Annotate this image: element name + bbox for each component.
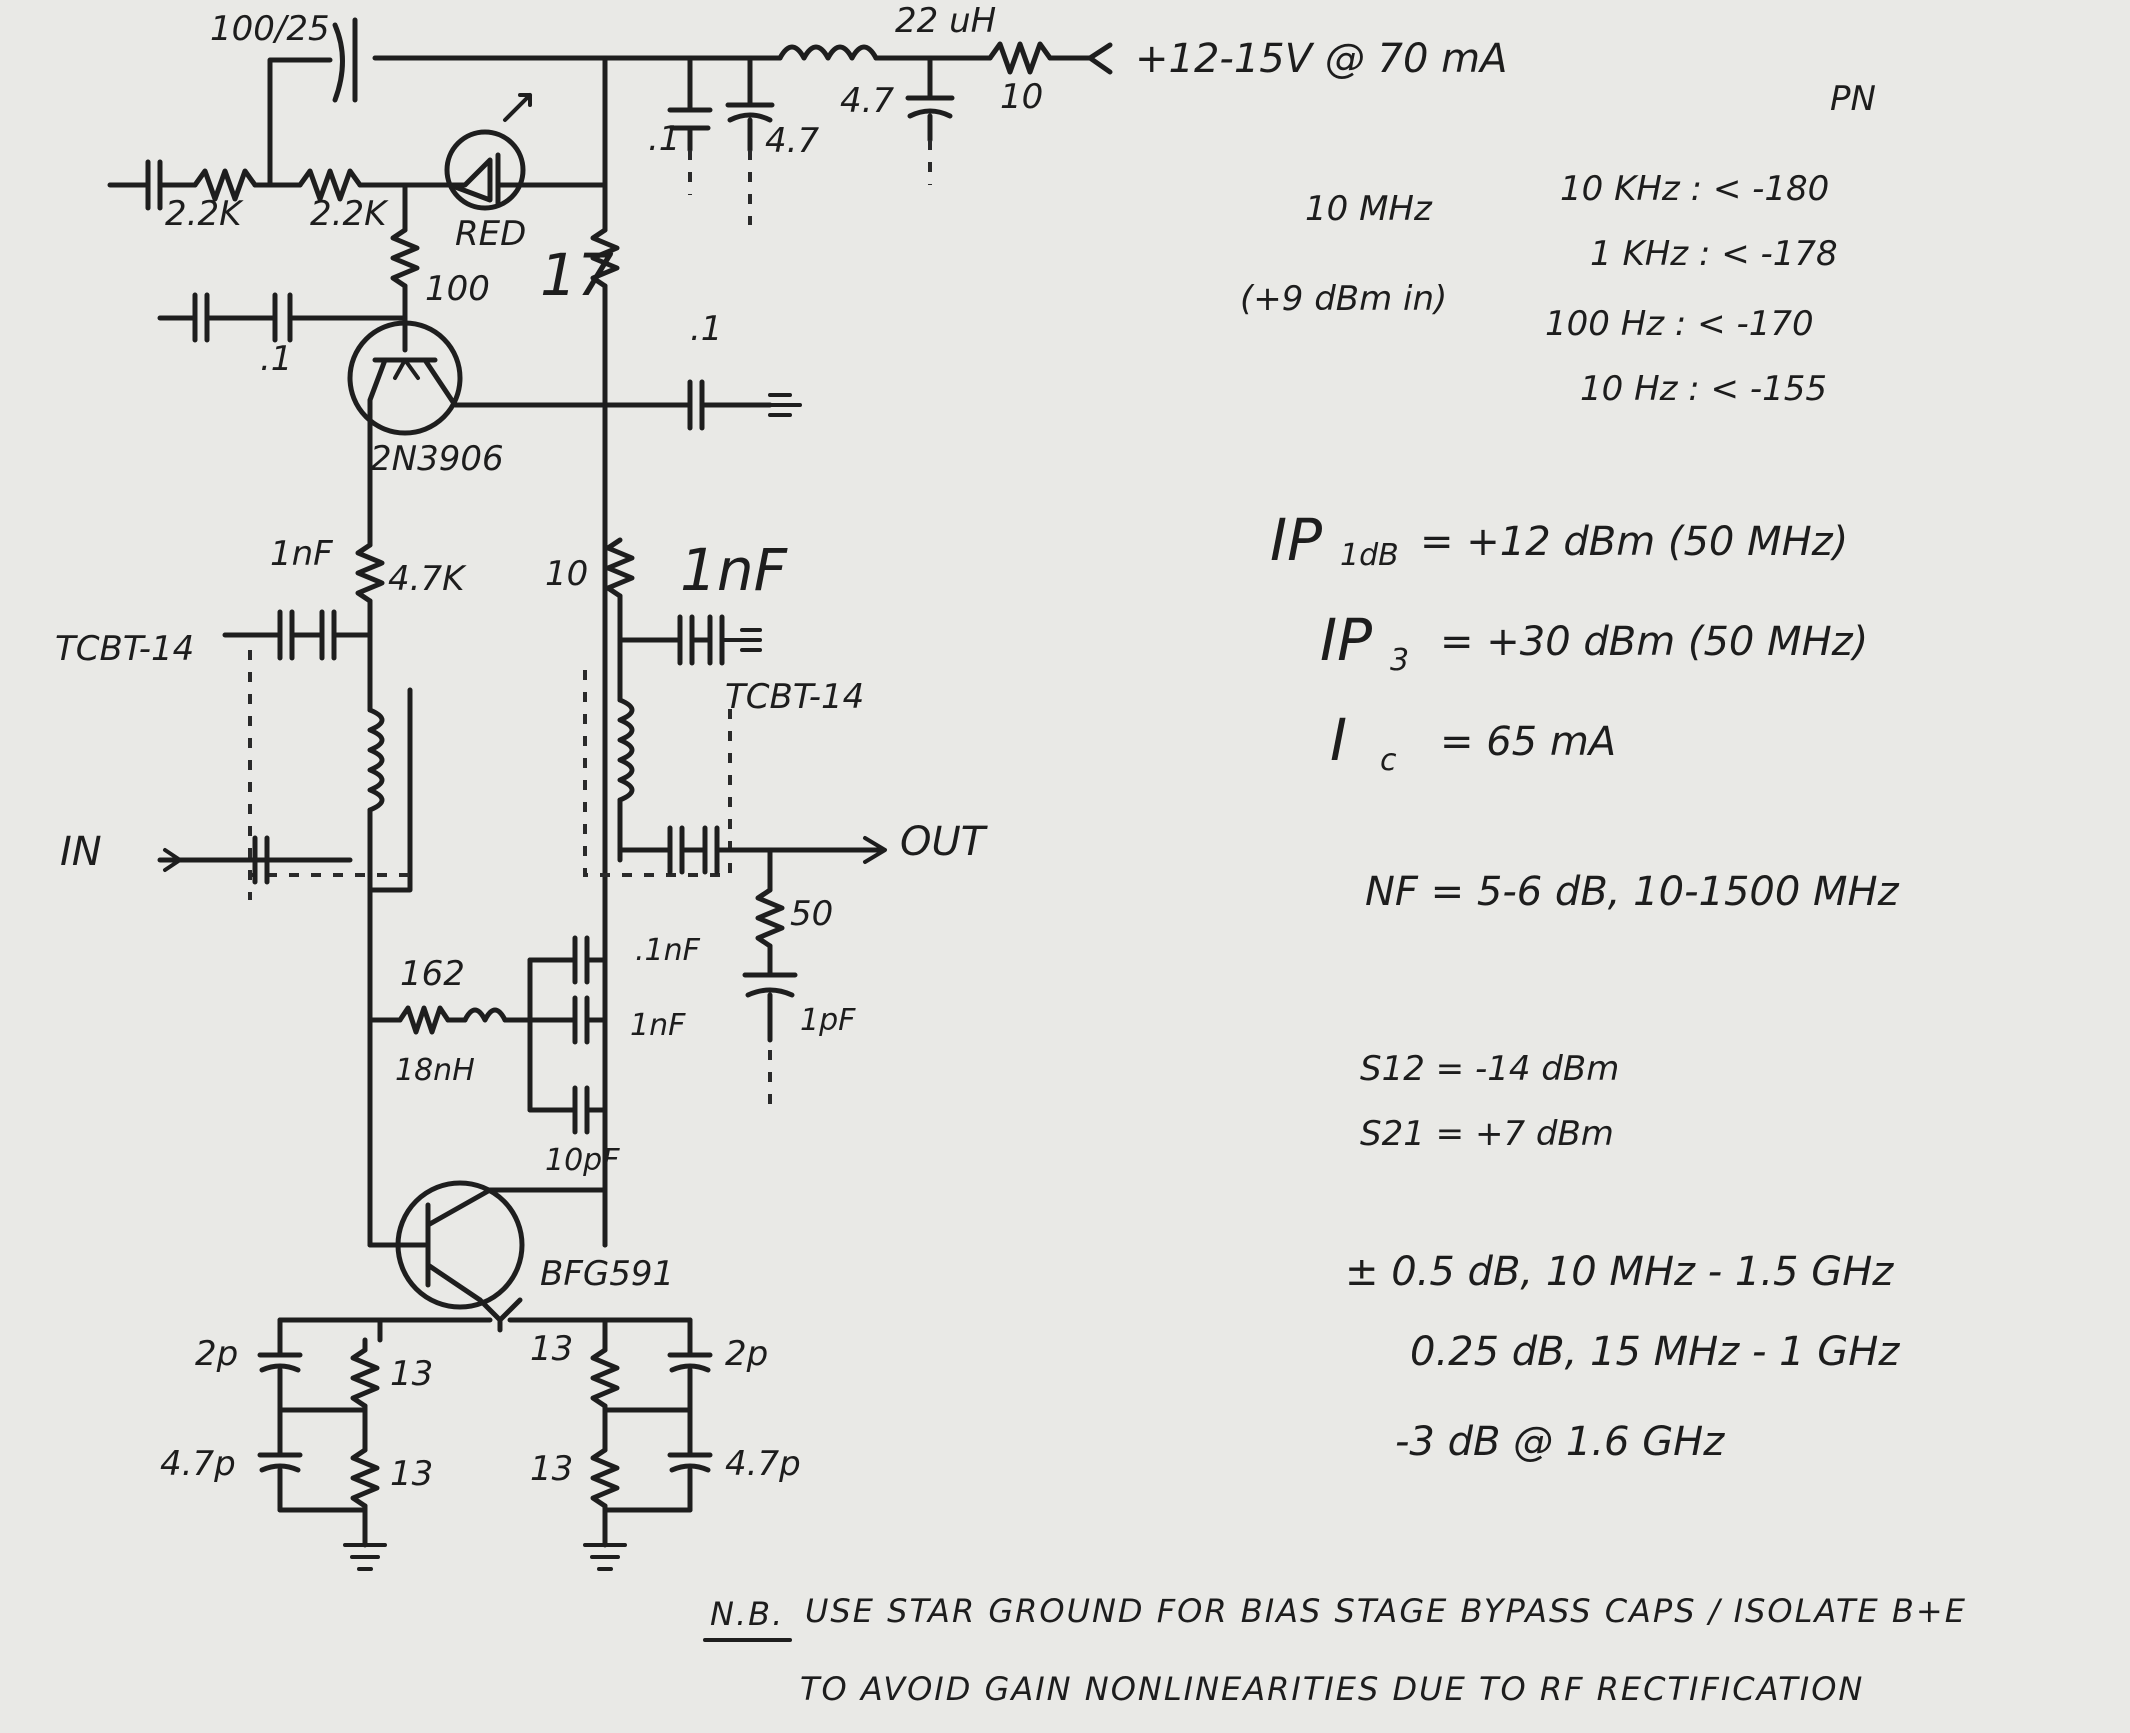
label-r-100: 100 [425, 269, 490, 309]
nb-line-1: USE STAR GROUND FOR BIAS STAGE BYPASS CA… [805, 1592, 1967, 1630]
label-tcbt-right: TCBT-14 [725, 677, 864, 717]
label-r-17: 17 [540, 241, 614, 309]
label-r-feed: 10 [1000, 77, 1043, 117]
bias-network [107, 55, 802, 1248]
label-c-base: .1 [260, 339, 292, 379]
label-c-point1: .1 [648, 119, 680, 159]
note-s21: S21 = +7 dBm [1360, 1114, 1614, 1154]
pn-row-4: 10 Hz : < -155 [1580, 369, 1827, 409]
input-transformer [157, 609, 413, 1248]
label-c-2p-left: 2p [195, 1334, 238, 1374]
output-transformer [583, 537, 887, 1110]
label-c-1pf: 1pF [800, 1003, 856, 1038]
note-freq: 10 MHz [1305, 189, 1433, 229]
pn-title: PN [1830, 79, 1876, 119]
note-flat-1: ± 0.5 dB, 10 MHz - 1.5 GHz [1345, 1249, 1894, 1295]
label-supply: +12-15V @ 70 mA [1135, 36, 1507, 82]
ip3-sub: 3 [1390, 643, 1409, 678]
note-s12: S12 = -14 dBm [1360, 1049, 1619, 1089]
label-c-4-7-a: 4.7 [765, 121, 819, 161]
label-c-1nf-par: 1nF [630, 1008, 686, 1043]
nb-line-2: TO AVOID GAIN NONLINEARITIES DUE TO RF R… [800, 1670, 1864, 1708]
note-flat-3: -3 dB @ 1.6 GHz [1395, 1419, 1725, 1465]
label-c-1nf-left: 1nF [270, 534, 333, 574]
ip3-label: IP [1320, 606, 1372, 674]
label-c-2p-right: 2p [725, 1334, 768, 1374]
ip3-value: = +30 dBm (50 MHz) [1440, 619, 1868, 665]
label-r-4-7k: 4.7K [388, 559, 467, 599]
note-flat-2: 0.25 dB, 15 MHz - 1 GHz [1410, 1329, 1900, 1375]
ip1db-value: = +12 dBm (50 MHz) [1420, 519, 1848, 565]
label-r-2-2k-b: 2.2K [310, 194, 389, 234]
q2-output-transistor [367, 1180, 608, 1343]
spec-notes: PN 10 MHz (+9 dBm in) 10 KHz : < -180 1 … [1240, 79, 1900, 1465]
pn-row-2: 1 KHz : < -178 [1590, 234, 1838, 274]
label-in: IN [60, 829, 102, 875]
label-c-1nf-right: 1nF [680, 536, 789, 604]
note-power: (+9 dBm in) [1240, 279, 1447, 319]
label-r-10-mid: 10 [545, 554, 588, 594]
label-c-col: .1 [690, 309, 722, 349]
emitter-network-right [583, 1317, 713, 1571]
label-c-4-7p-left: 4.7p [160, 1444, 236, 1484]
label-r-13-a: 13 [390, 1354, 433, 1394]
label-q1: 2N3906 [370, 439, 504, 479]
nb-prefix: N.B. [710, 1595, 784, 1633]
label-r-13-d: 13 [530, 1449, 573, 1489]
ic-label: I [1330, 706, 1347, 774]
ic-value: = 65 mA [1440, 719, 1616, 765]
label-led: RED [455, 214, 526, 254]
label-out: OUT [900, 819, 989, 865]
label-r-13-c: 13 [530, 1329, 573, 1369]
pn-row-3: 100 Hz : < -170 [1545, 304, 1814, 344]
label-c-4-7-b: 4.7 [840, 81, 894, 121]
label-c-top: 100/25 [210, 9, 330, 49]
label-q2: BFG591 [540, 1254, 674, 1294]
supply-rail [267, 17, 1113, 188]
label-r-162: 162 [400, 954, 465, 994]
ip1db-sub: 1dB [1340, 538, 1399, 573]
feedback-network [367, 935, 608, 1135]
note-nf: NF = 5-6 dB, 10-1500 MHz [1365, 869, 1900, 915]
rail-decoupling-caps [667, 55, 955, 225]
label-c-4-7p-right: 4.7p [725, 1444, 801, 1484]
emitter-network-left [257, 1317, 387, 1571]
pn-row-1: 10 KHz : < -180 [1560, 169, 1829, 209]
ip1db-label: IP [1270, 506, 1322, 574]
label-r-13-b: 13 [390, 1454, 433, 1494]
label-c-10pf: 10pF [545, 1143, 620, 1178]
label-r-50: 50 [790, 894, 833, 934]
label-l-18nh: 18nH [395, 1053, 475, 1088]
label-c-point1nf: .1nF [635, 933, 701, 968]
label-l-top: 22 uH [895, 1, 996, 41]
label-tcbt-left: TCBT-14 [55, 629, 194, 669]
footnote: N.B. USE STAR GROUND FOR BIAS STAGE BYPA… [703, 1592, 1967, 1708]
label-r-2-2k-a: 2.2K [165, 194, 244, 234]
ic-sub: c [1380, 743, 1397, 778]
